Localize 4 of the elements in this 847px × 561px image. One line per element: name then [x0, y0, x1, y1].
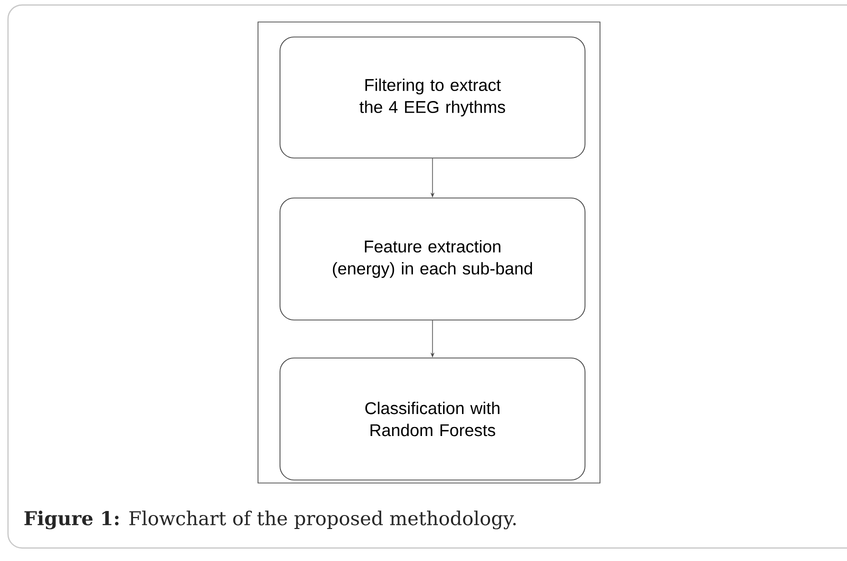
figure-caption: Figure 1: Flowchart of the proposed methodology.	[24, 510, 516, 530]
process-box: Classification with Random Forests	[280, 358, 586, 480]
process-box: Feature extraction (energy) in each sub-band	[280, 198, 586, 320]
process-box: Filtering to extract the 4 EEG rhythms	[280, 36, 586, 158]
